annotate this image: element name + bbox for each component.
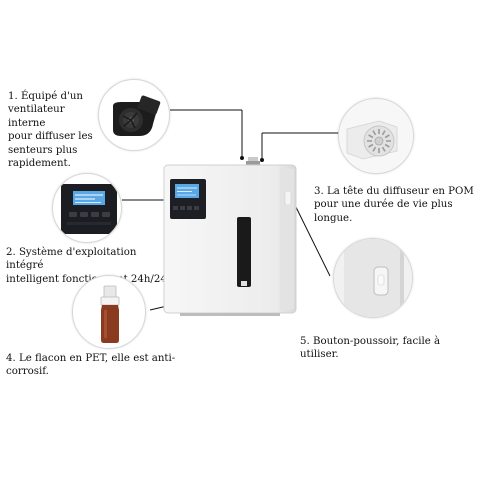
connector-dot-nozzle <box>260 158 264 162</box>
caption-panel: 2. Système d'exploitation intégré intell… <box>6 246 176 286</box>
caption-panel-line-2: intelligent fonctionnant 24h/24. <box>6 273 171 285</box>
caption-fan: 1. Équipé d'un ventilateur interne pour … <box>8 90 94 170</box>
caption-nozzle-line-1: 3. La tête du diffuseur en POM <box>314 186 474 197</box>
fan-callout <box>98 79 170 151</box>
caption-panel-line-1: 2. Système d'exploitation intégré <box>6 247 137 272</box>
caption-bottle: 4. Le flacon en PET, elle est anti-corro… <box>6 353 176 378</box>
connector-line-button <box>291 198 331 277</box>
connector-dot-fan <box>240 156 244 160</box>
caption-fan-line-5: rapidement. <box>8 158 71 170</box>
caption-fan-line-3: pour diffuser les <box>8 131 93 143</box>
push-button-icon <box>334 239 412 317</box>
blower-fan-icon <box>113 95 161 136</box>
control-panel-icon <box>61 184 117 234</box>
button-callout <box>333 238 413 318</box>
caption-fan-line-4: senteurs plus <box>8 144 78 156</box>
caption-fan-line-2: ventilateur interne <box>8 104 65 129</box>
diffuser-head-icon <box>339 99 413 173</box>
pet-bottle-icon <box>100 285 120 343</box>
caption-nozzle-line-2: pour une durée de vie plus longue. <box>314 199 453 224</box>
caption-nozzle: 3. La tête du diffuseur en POM pour une … <box>314 185 480 225</box>
caption-fan-line-1: 1. Équipé d'un <box>8 91 83 102</box>
diffuser-device <box>162 157 302 317</box>
caption-button: 5. Bouton-poussoir, facile à utiliser. <box>300 336 441 361</box>
panel-callout <box>52 173 122 243</box>
bottle-callout <box>72 275 146 349</box>
nozzle-callout <box>338 98 414 174</box>
